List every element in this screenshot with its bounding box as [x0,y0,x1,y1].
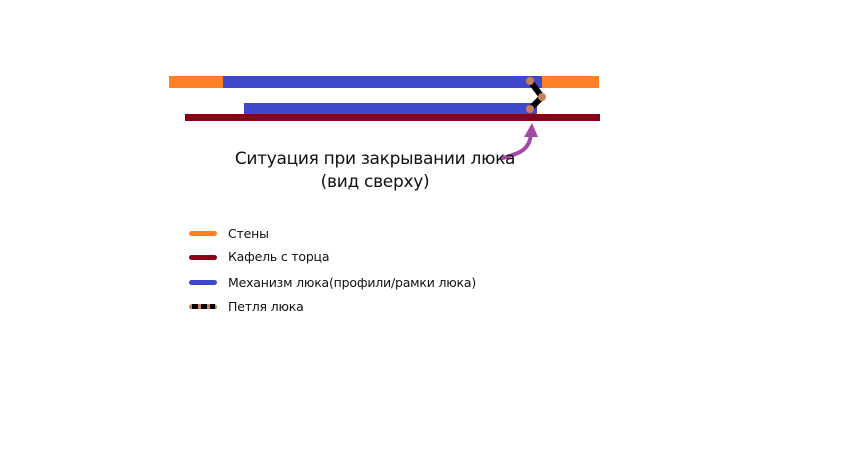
wall-right [541,76,599,88]
tile-swatch-icon [189,255,217,260]
tile-edge [185,114,600,121]
caption-line-2: (вид сверху) [320,172,430,192]
diagram-caption: Ситуация при закрывании люка (вид сверху… [230,148,520,194]
mechanism-outer-frame [223,76,542,88]
arrow-icon [501,123,538,160]
hinge-swatch-icon [189,304,217,309]
legend-label: Кафель с торца [228,249,330,264]
hinge-icon [526,77,546,113]
legend-label: Петля люка [228,299,304,314]
caption-line-1: Ситуация при закрывании люка [234,149,516,169]
legend-label: Стены [228,226,269,241]
mechanism-inner-frame [244,103,537,114]
wall-swatch-icon [189,231,217,236]
mechanism-swatch-icon [189,280,217,285]
legend-label: Механизм люка(профили/рамки люка) [228,275,477,290]
wall-left [169,76,224,88]
